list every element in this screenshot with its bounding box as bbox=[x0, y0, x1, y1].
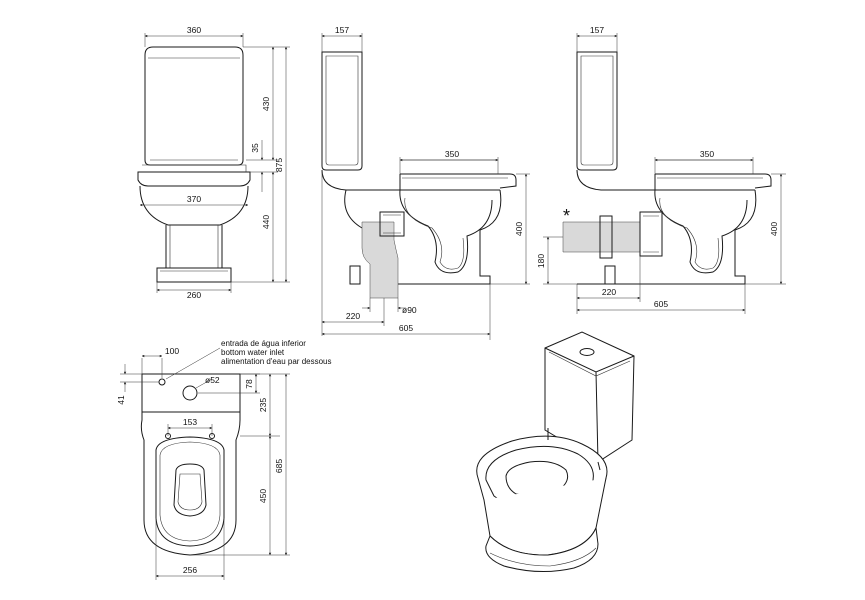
side2-seat-length: 350 bbox=[700, 149, 714, 159]
side-seat-length: 350 bbox=[445, 149, 459, 159]
plan-hole-diameter: ø52 bbox=[205, 375, 220, 385]
side-view-rear-outlet: * 157 350 400 180 220 605 bbox=[536, 25, 786, 314]
inlet-note-pt: entrada de água inferior bbox=[221, 339, 306, 348]
front-cistern-height: 430 bbox=[261, 97, 271, 111]
outlet-marker: * bbox=[563, 206, 570, 226]
front-bowl-width: 370 bbox=[187, 194, 201, 204]
front-gap-height: 35 bbox=[250, 143, 260, 153]
side-outlet-distance: 220 bbox=[346, 311, 360, 321]
plan-fixing-spacing: 153 bbox=[183, 417, 197, 427]
inlet-note-en: bottom water inlet bbox=[221, 348, 285, 357]
side-cistern-depth: 157 bbox=[335, 25, 349, 35]
side2-bowl-height: 400 bbox=[769, 222, 779, 236]
side2-outlet-distance: 220 bbox=[602, 287, 616, 297]
plan-hole-offset: 78 bbox=[244, 379, 254, 389]
front-view: 360 370 260 430 35 440 875 bbox=[137, 25, 290, 300]
front-top-width: 360 bbox=[187, 25, 201, 35]
front-base-width: 260 bbox=[187, 290, 201, 300]
toilet-3d-illustration bbox=[476, 331, 635, 573]
front-total-height: 875 bbox=[274, 158, 284, 172]
front-bowl-height: 440 bbox=[261, 215, 271, 229]
side-outlet-diameter: ø90 bbox=[402, 305, 417, 315]
side2-cistern-depth: 157 bbox=[590, 25, 604, 35]
side-view: 157 350 400 220 ø90 605 bbox=[321, 25, 530, 340]
plan-inlet-offset: 100 bbox=[165, 346, 179, 356]
plan-bowl-depth: 450 bbox=[258, 489, 268, 503]
plan-view: 100 41 ø52 78 153 235 450 685 256 entrad… bbox=[116, 339, 332, 580]
side2-total-length: 605 bbox=[654, 299, 668, 309]
plan-rear-depth: 235 bbox=[258, 398, 268, 412]
plan-bowl-width: 256 bbox=[183, 565, 197, 575]
plan-total-depth: 685 bbox=[274, 459, 284, 473]
side-bowl-height: 400 bbox=[514, 222, 524, 236]
inlet-note-fr: alimentation d'eau par dessous bbox=[221, 357, 332, 366]
plan-inlet-depth: 41 bbox=[116, 395, 126, 405]
side2-outlet-height: 180 bbox=[536, 254, 546, 268]
side-total-length: 605 bbox=[399, 323, 413, 333]
